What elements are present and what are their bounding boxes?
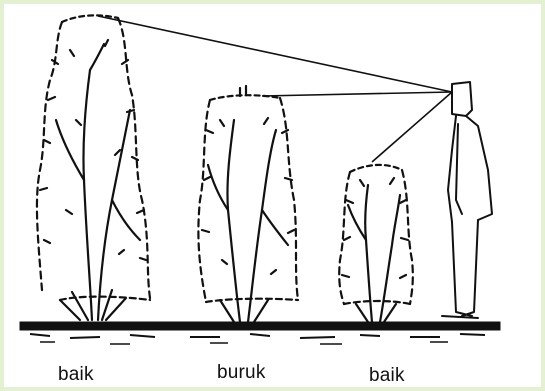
short-shrub (339, 165, 413, 322)
sight-lines (98, 16, 452, 162)
sight-line-tall (98, 16, 452, 92)
sight-line-medium (262, 92, 452, 96)
standing-person (442, 82, 492, 318)
caption-right: baik (369, 365, 405, 387)
tall-shrub (37, 15, 150, 320)
ground (20, 322, 500, 344)
sight-line-short (372, 92, 452, 162)
medium-shrub (198, 86, 298, 322)
caption-middle: buruk (217, 362, 266, 384)
caption-left: baik (58, 364, 94, 386)
person-head (452, 82, 472, 116)
ground-line (20, 322, 500, 330)
